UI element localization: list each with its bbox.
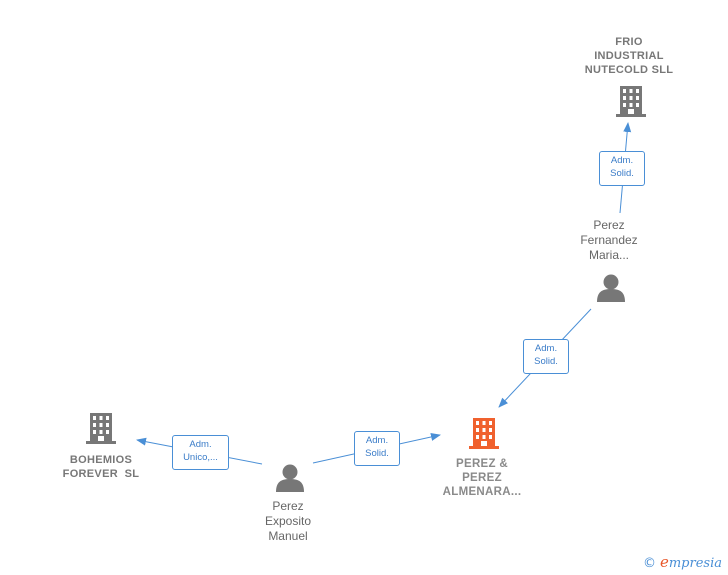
- person-label-perez-exposito[interactable]: Perez Exposito Manuel: [264, 499, 312, 543]
- edge-label-fernandez-almenara[interactable]: Adm. Solid.: [523, 339, 569, 374]
- edge-label-exposito-bohemios[interactable]: Adm. Unico,...: [172, 435, 229, 470]
- edge-label-exposito-almenara[interactable]: Adm. Solid.: [354, 431, 400, 466]
- person-icon[interactable]: [597, 274, 625, 303]
- empresia-logo[interactable]: ©empresia: [643, 553, 722, 571]
- brand-initial: e: [659, 553, 669, 571]
- main-building-icon[interactable]: [469, 418, 499, 449]
- edge-label-fernandez-frio[interactable]: Adm. Solid.: [599, 151, 645, 186]
- copyright-symbol: ©: [642, 556, 656, 571]
- brand-name: mpresia: [668, 556, 722, 571]
- person-icon[interactable]: [276, 464, 304, 493]
- company-label-frio[interactable]: FRIO INDUSTRIAL NUTECOLD SLL: [584, 36, 674, 76]
- building-icon[interactable]: [86, 413, 116, 444]
- building-icon[interactable]: [616, 86, 646, 118]
- person-label-perez-fernandez[interactable]: Perez Fernandez Maria...: [580, 218, 638, 262]
- company-label-perez-almenara[interactable]: PEREZ & PEREZ ALMENARA...: [442, 458, 522, 498]
- company-label-bohemios[interactable]: BOHEMIOS FOREVER SL: [62, 454, 140, 480]
